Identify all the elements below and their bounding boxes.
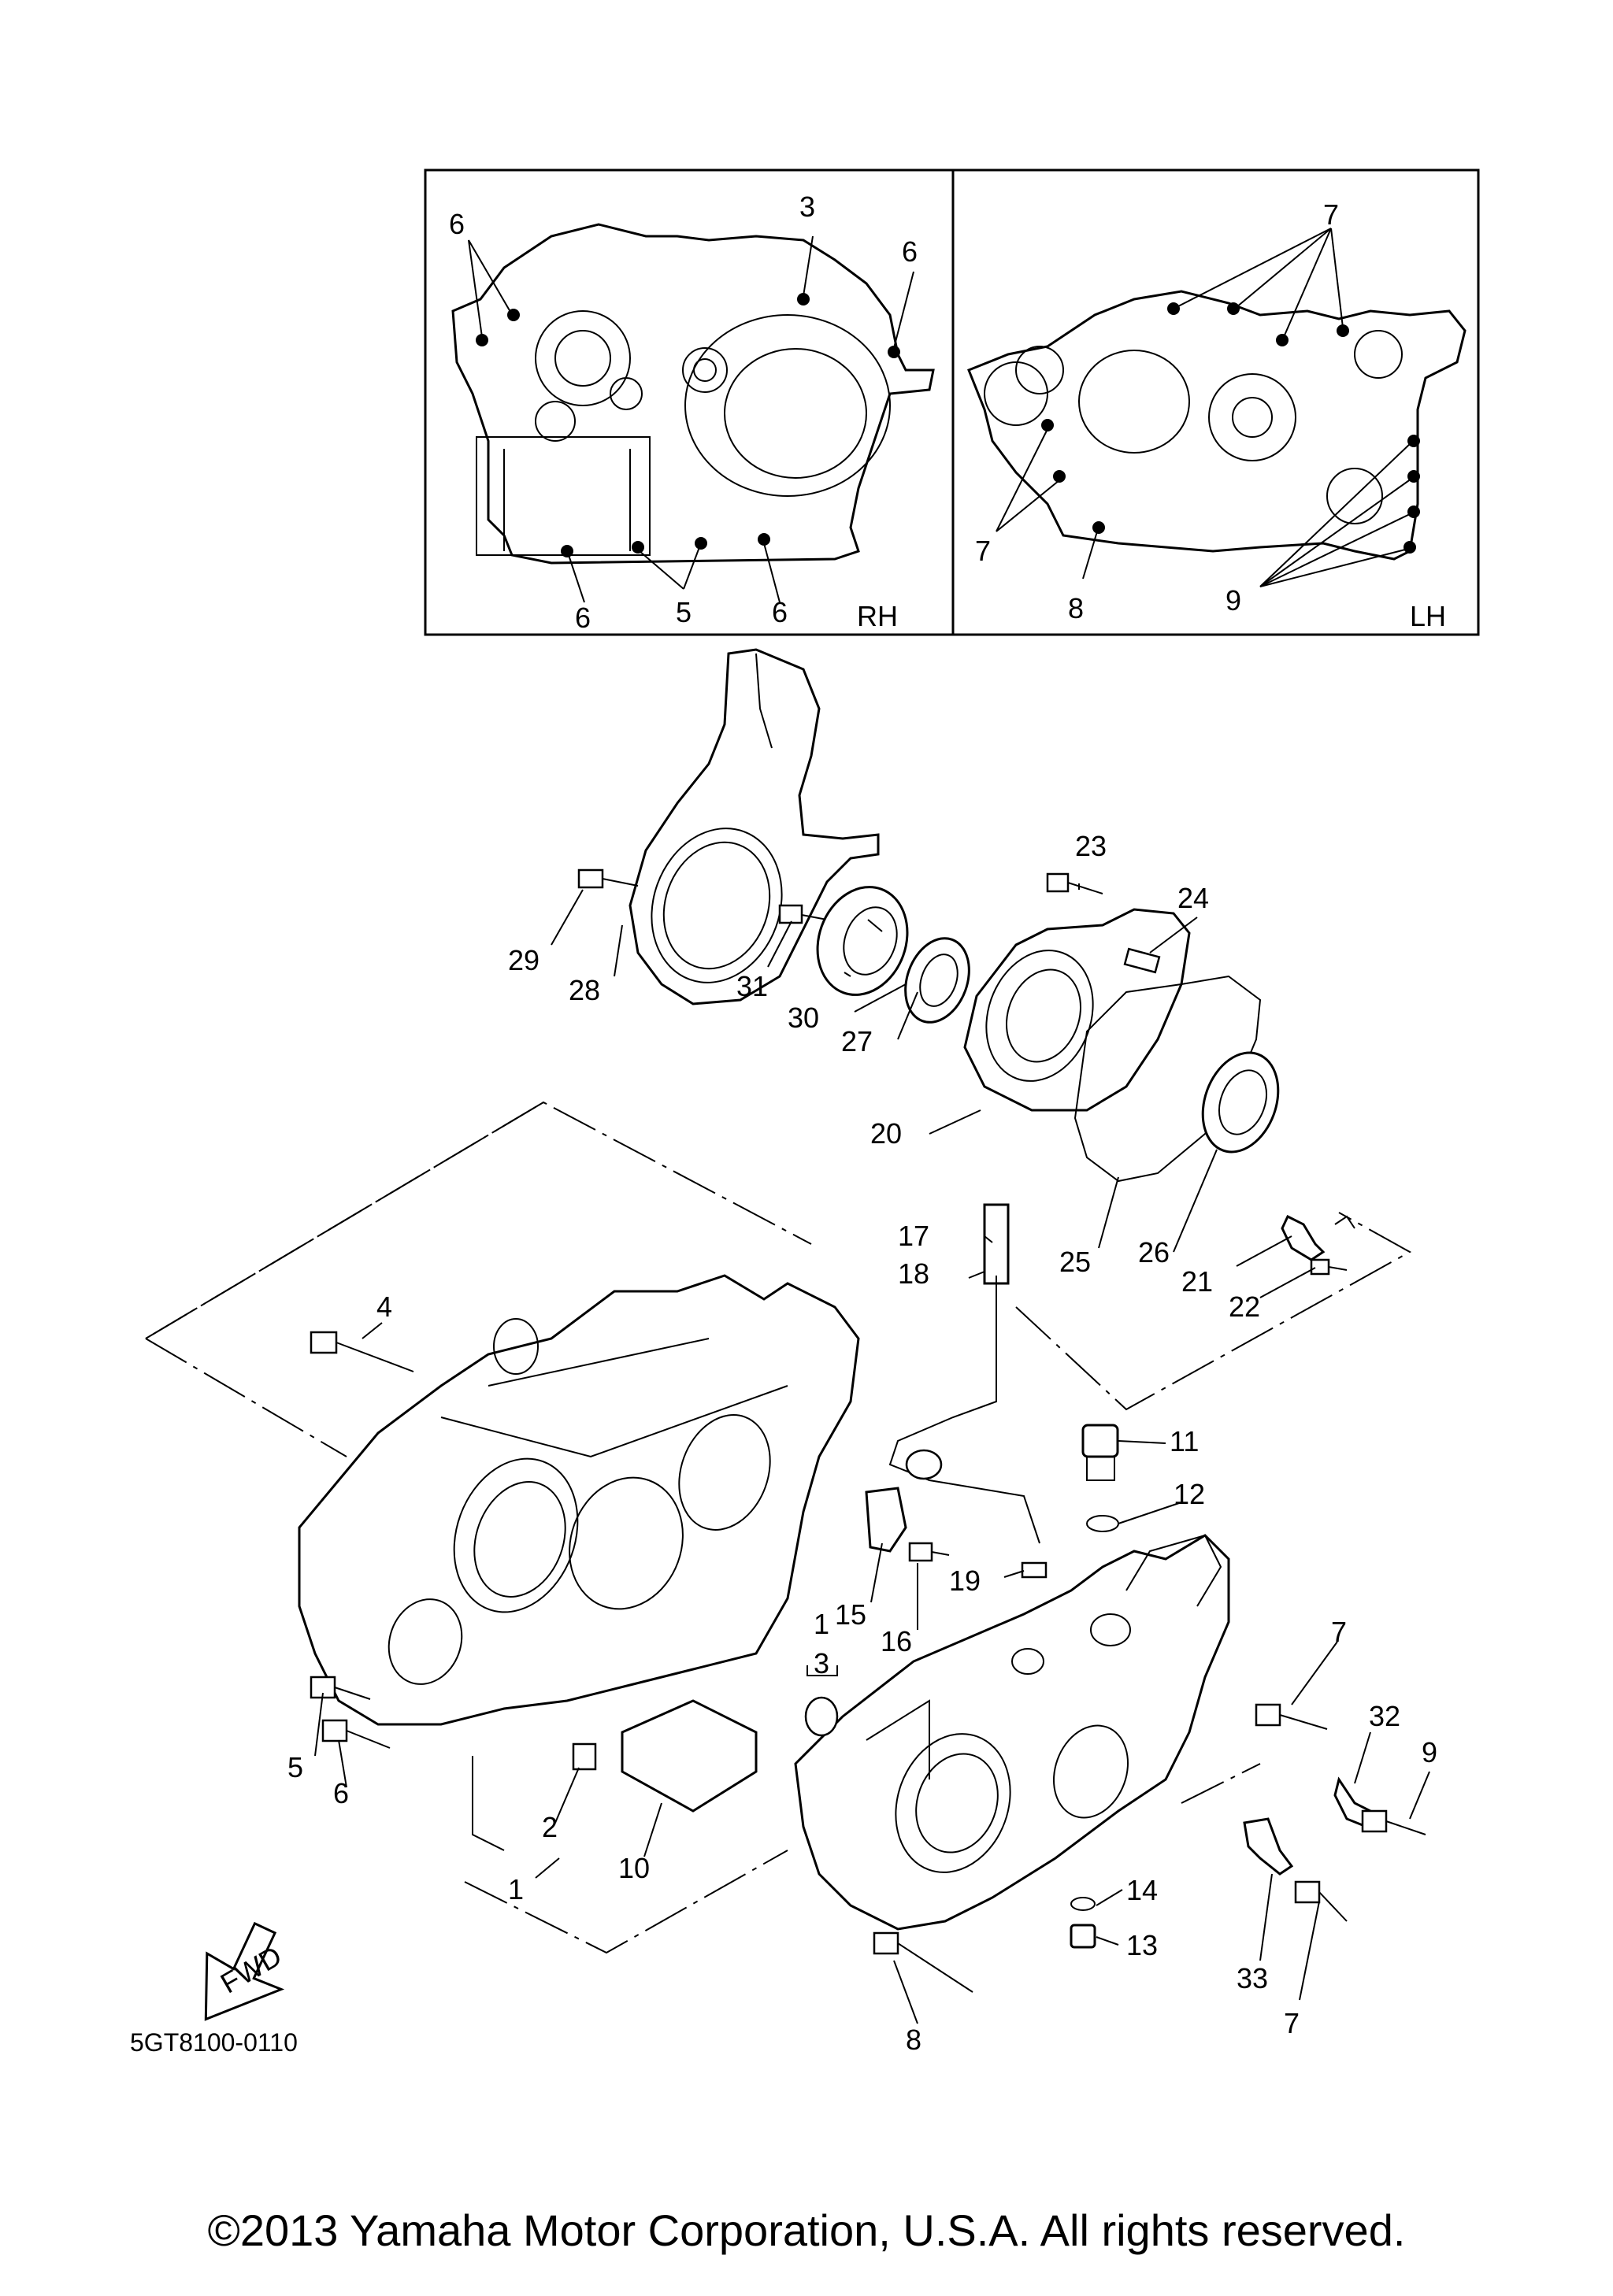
lh-callout-7b: 7 [975, 535, 991, 567]
part-label-32: 32 [1369, 1700, 1400, 1732]
part-label-23: 23 [1075, 830, 1107, 862]
part-label-21: 21 [1181, 1265, 1213, 1298]
lh-callout-7a: 7 [1323, 198, 1339, 231]
part-label-31: 31 [736, 970, 768, 1002]
part-label-8: 8 [906, 2024, 921, 2056]
bracket-label-3: 3 [814, 1647, 829, 1679]
rh-callout-5: 5 [676, 596, 692, 628]
part-label-18: 18 [898, 1257, 929, 1290]
lh-leaders [996, 228, 1412, 587]
part-label-33: 33 [1237, 1962, 1268, 1994]
lh-crankcase-view [967, 290, 1467, 561]
part-label-11: 11 [1170, 1425, 1199, 1457]
part-label-2: 2 [542, 1811, 558, 1843]
part-label-7b: 7 [1284, 2007, 1300, 2039]
part-label-4: 4 [376, 1291, 392, 1323]
lh-callout-8: 8 [1068, 592, 1084, 624]
part-label-25: 25 [1059, 1246, 1091, 1278]
part-label-24: 24 [1177, 882, 1209, 914]
part-label-16: 16 [881, 1625, 912, 1657]
diagram-code: 5GT8100-0110 [130, 2028, 298, 2057]
rh-crankcase-view [451, 223, 935, 565]
cover-assembly [577, 648, 1355, 1276]
copyright-notice: ©2013 Yamaha Motor Corporation, U.S.A. A… [207, 2205, 1406, 2255]
part-label-5: 5 [287, 1751, 303, 1783]
rh-callout-6d: 6 [772, 596, 788, 628]
part-label-28: 28 [569, 974, 600, 1006]
rh-side-label: RH [857, 600, 898, 632]
crankcase-halves [298, 1203, 1426, 1993]
part-label-12: 12 [1174, 1478, 1205, 1510]
part-labels: 1 2 4 5 6 7 8 9 10 11 12 13 14 15 16 17 … [287, 830, 1437, 2056]
lh-callout-9: 9 [1226, 584, 1241, 617]
rh-leaders [468, 235, 914, 603]
rh-callout-6c: 6 [575, 602, 591, 634]
part-label-13: 13 [1126, 1929, 1158, 1961]
part-label-6: 6 [333, 1777, 349, 1809]
inset-panel: 6 3 6 6 5 6 RH [424, 168, 1480, 636]
lh-side-label: LH [1410, 600, 1446, 632]
fwd-arrow: FWD [204, 1921, 287, 2021]
part-label-29: 29 [508, 944, 540, 976]
part-label-20: 20 [870, 1117, 902, 1150]
part-label-30: 30 [788, 1002, 819, 1034]
part-label-15: 15 [835, 1598, 866, 1631]
main-leaders [314, 883, 1430, 2024]
part-label-7: 7 [1331, 1616, 1347, 1648]
part-label-1: 1 [508, 1873, 524, 1905]
part-label-19: 19 [949, 1565, 981, 1597]
assembly-planes [145, 1101, 1412, 1954]
rh-callout-6b: 6 [902, 235, 918, 268]
part-label-14: 14 [1126, 1874, 1158, 1906]
part-label-27: 27 [841, 1025, 873, 1057]
part-label-22: 22 [1229, 1291, 1260, 1323]
rh-callout-6a: 6 [449, 208, 465, 240]
part-label-26: 26 [1138, 1236, 1170, 1268]
part-label-10: 10 [618, 1852, 650, 1884]
part-label-9: 9 [1422, 1736, 1437, 1768]
part-label-17: 17 [898, 1220, 929, 1252]
bracket-label-1: 1 [814, 1608, 829, 1640]
rh-callout-3: 3 [799, 191, 815, 223]
